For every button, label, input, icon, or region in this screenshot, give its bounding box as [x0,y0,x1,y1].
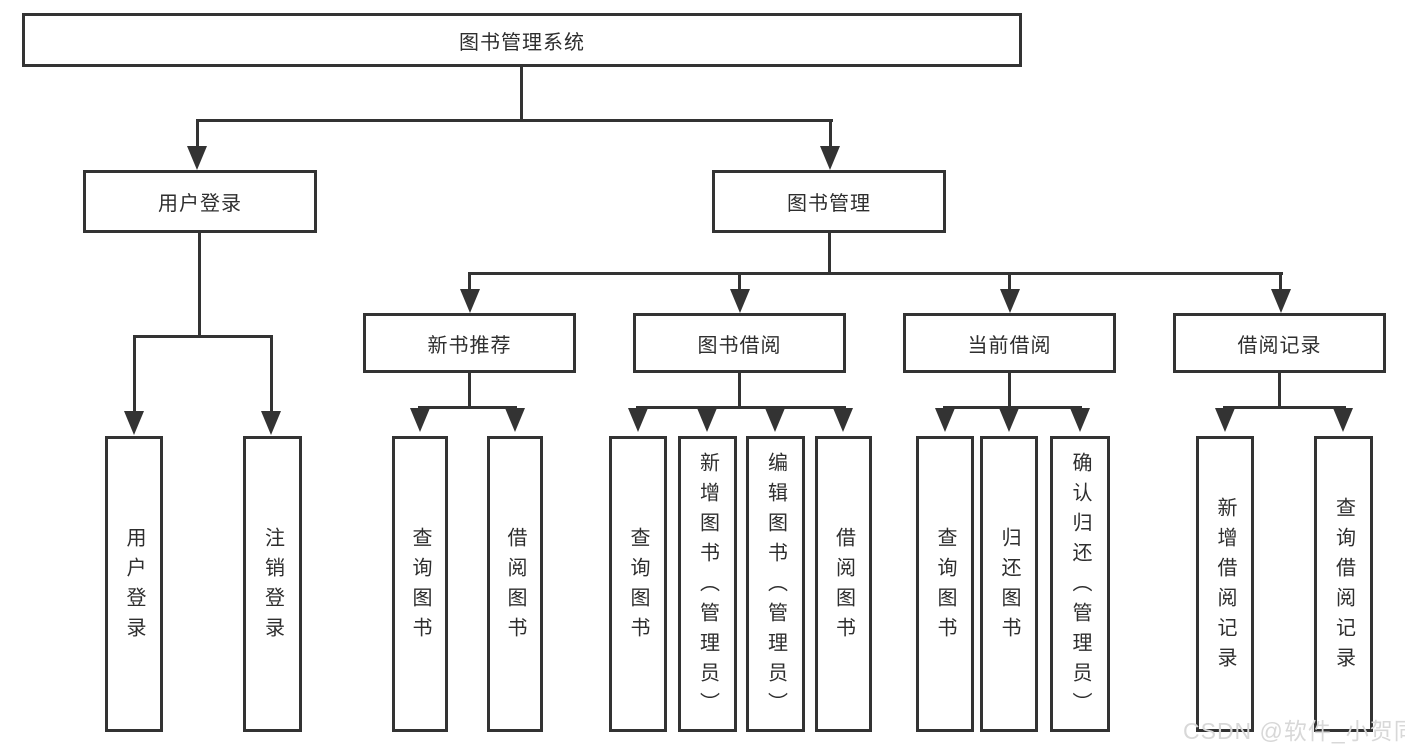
leaf-current-confirm-return-admin: 确认归还（管理员） [1050,436,1110,732]
leaf-newbook-query-books: 查询图书 [392,436,448,732]
arrow-down-icon [999,408,1019,432]
arrow-down-icon [1215,408,1235,432]
connector-hline [943,406,1082,409]
leaf-records-add-record: 新增借阅记录 [1196,436,1254,732]
connector-vline [468,272,471,291]
connector-hline [468,272,1283,275]
connector-hline [133,335,273,338]
leaf-borrow-add-books-admin: 新增图书（管理员） [678,436,737,732]
leaf-current-query-books: 查询图书 [916,436,974,732]
connector-hline [636,406,846,409]
arrow-down-icon [697,408,717,432]
leaf-logout: 注销登录 [243,436,302,732]
connector-vline [270,335,273,413]
connector-hline [418,406,517,409]
leaf-borrow-borrow-books: 借阅图书 [815,436,872,732]
arrow-down-icon [935,408,955,432]
arrow-down-icon [628,408,648,432]
connector-hline [196,119,833,122]
connector-vline [829,119,832,148]
connector-vline [520,66,523,121]
arrow-down-icon [820,146,840,170]
leaf-current-return-books: 归还图书 [980,436,1038,732]
leaf-borrow-edit-books-admin: 编辑图书（管理员） [746,436,805,732]
csdn-watermark: CSDN @软件_小贺同学 [1183,718,1405,744]
arrow-down-icon [410,408,430,432]
arrow-down-icon [1070,408,1090,432]
node-current-borrowing: 当前借阅 [903,313,1116,373]
node-book-borrowing: 图书借阅 [633,313,846,373]
arrow-down-icon [1271,289,1291,313]
node-new-book-recommend: 新书推荐 [363,313,576,373]
connector-vline [738,272,741,291]
connector-vline [468,373,471,407]
connector-vline [1008,272,1011,291]
connector-vline [1278,373,1281,407]
node-book-management: 图书管理 [712,170,946,233]
node-borrowing-records: 借阅记录 [1173,313,1386,373]
connector-vline [828,233,831,274]
leaf-borrow-query-books: 查询图书 [609,436,667,732]
arrow-down-icon [460,289,480,313]
connector-hline [1223,406,1346,409]
connector-vline [1279,272,1282,291]
leaf-records-query-record: 查询借阅记录 [1314,436,1373,732]
arrow-down-icon [730,289,750,313]
arrow-down-icon [1333,408,1353,432]
node-root-library-system: 图书管理系统 [22,13,1022,67]
connector-vline [738,373,741,407]
connector-vline [133,335,136,413]
leaf-user-login: 用户登录 [105,436,163,732]
arrow-down-icon [833,408,853,432]
arrow-down-icon [505,408,525,432]
node-user-login: 用户登录 [83,170,317,233]
connector-vline [1008,373,1011,407]
connector-vline [198,233,201,337]
leaf-newbook-borrow-books: 借阅图书 [487,436,543,732]
arrow-down-icon [261,411,281,435]
arrow-down-icon [187,146,207,170]
arrow-down-icon [1000,289,1020,313]
arrow-down-icon [765,408,785,432]
arrow-down-icon [124,411,144,435]
connector-vline [196,119,199,148]
